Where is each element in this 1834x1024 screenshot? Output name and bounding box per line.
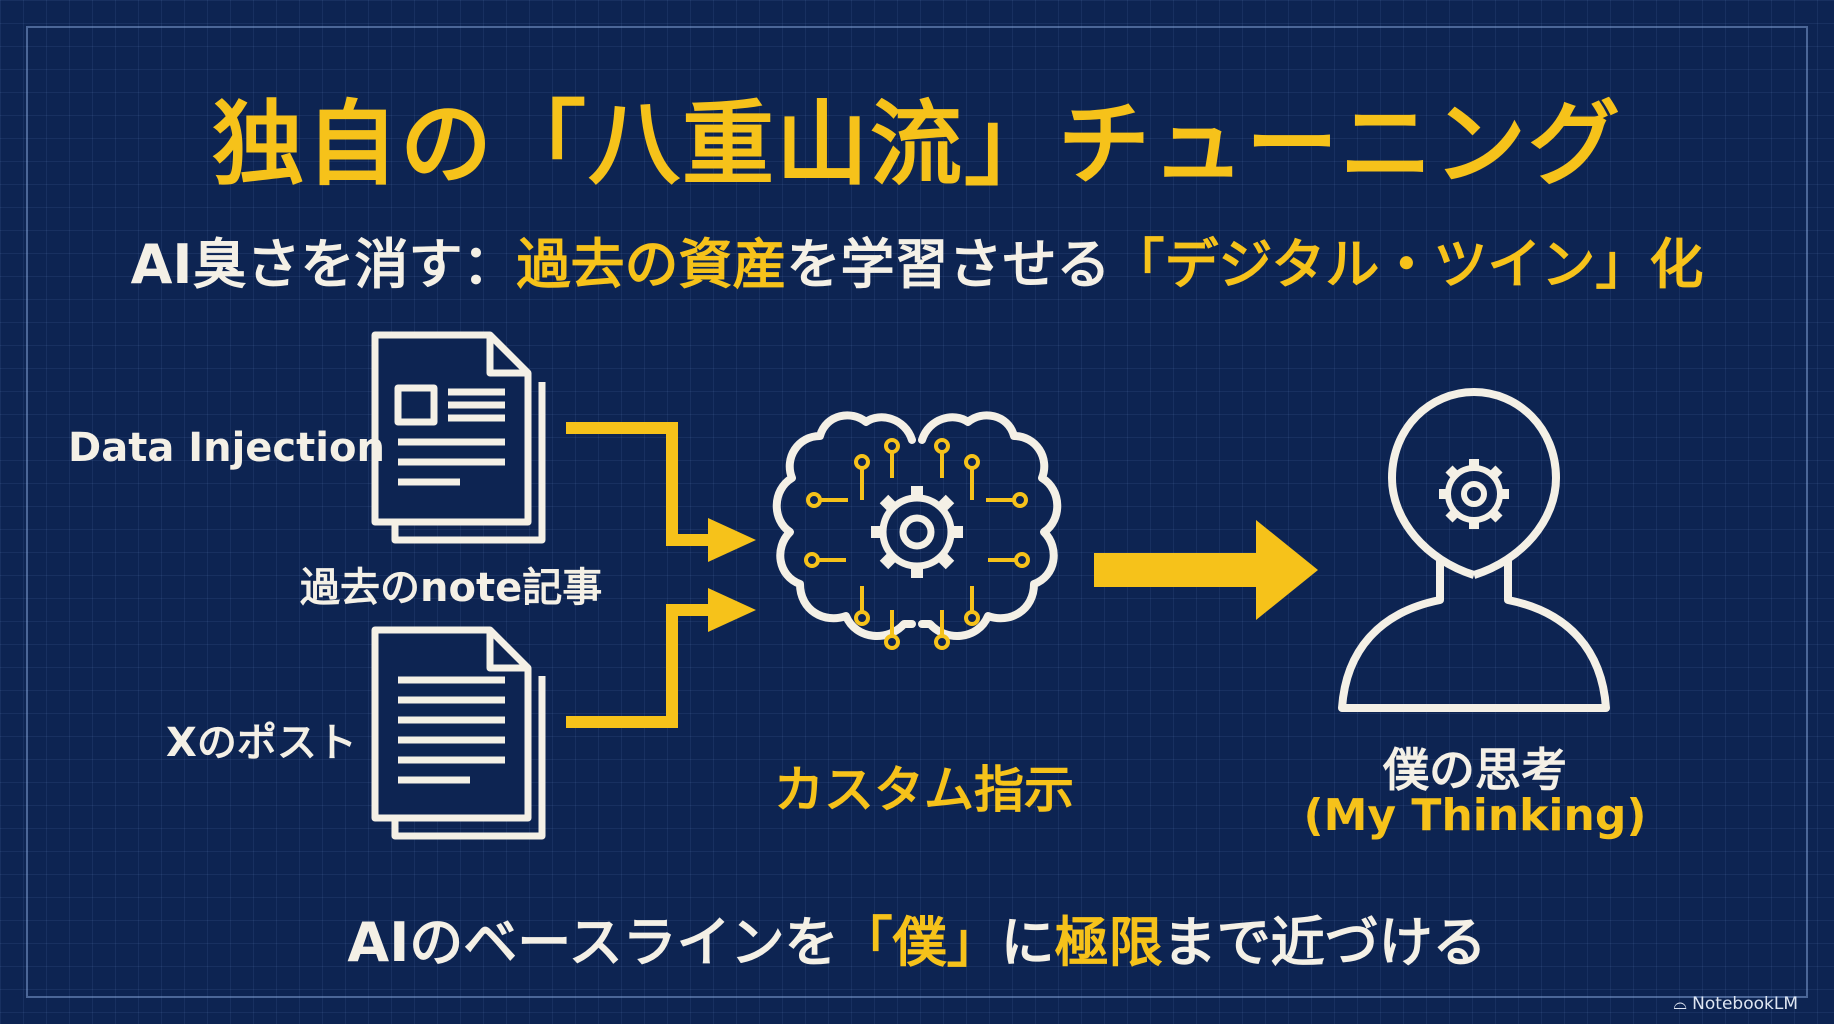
- arrow-icon-lower: [708, 588, 756, 632]
- arrow-icon-output: [1094, 520, 1318, 620]
- custom-instructions-label: カスタム指示: [774, 761, 1074, 819]
- notebooklm-logo-icon: ⌓: [1673, 994, 1693, 1014]
- input-arrows: [566, 422, 712, 728]
- bottom-part1: AIのベースラインを: [347, 911, 839, 974]
- gear-icon-brain: [871, 486, 963, 578]
- brand-label: NotebookLM: [1692, 994, 1798, 1014]
- subtitle-part3: を学習させる: [786, 233, 1111, 296]
- bottom-caption: AIのベースラインを「僕」に極限まで近づける: [0, 898, 1834, 977]
- bottom-part4: 極限: [1054, 911, 1163, 974]
- page-title: 独自の「八重山流」チューニング: [211, 91, 1622, 198]
- brain-circuit-traces: [818, 452, 1016, 636]
- bottom-part2: 「僕」: [838, 911, 1001, 974]
- border-frame: [26, 26, 1808, 998]
- gear-icon-person: [1439, 459, 1509, 529]
- brain-circuit-icon: [772, 411, 1062, 640]
- subtitle-part1: AI臭さを消す：: [130, 233, 517, 296]
- bottom-part5: まで近づける: [1162, 911, 1487, 974]
- x-posts-label: Xのポスト: [166, 720, 357, 766]
- data-injection-label: Data Injection: [68, 425, 385, 471]
- person-icon: [1338, 388, 1610, 712]
- arrow-icon-upper: [708, 518, 756, 562]
- my-thinking-label: 僕の思考: [1383, 743, 1567, 797]
- note-articles-label: 過去のnote記事: [300, 565, 603, 611]
- subtitle: AI臭さを消す：過去の資産を学習させる「デジタル・ツイン」化: [0, 220, 1834, 299]
- subtitle-part4: 「デジタル・ツイン」化: [1110, 233, 1704, 296]
- bottom-part3: に: [1000, 911, 1055, 974]
- my-thinking-en-label: (My Thinking): [1303, 790, 1647, 841]
- document-icon-note: [371, 331, 546, 544]
- document-icon-x: [371, 626, 546, 840]
- brain-circuit-nodes: [804, 438, 1030, 650]
- subtitle-part2: 過去の資産: [516, 233, 787, 296]
- brand-watermark: ⌓ NotebookLM: [1673, 994, 1798, 1014]
